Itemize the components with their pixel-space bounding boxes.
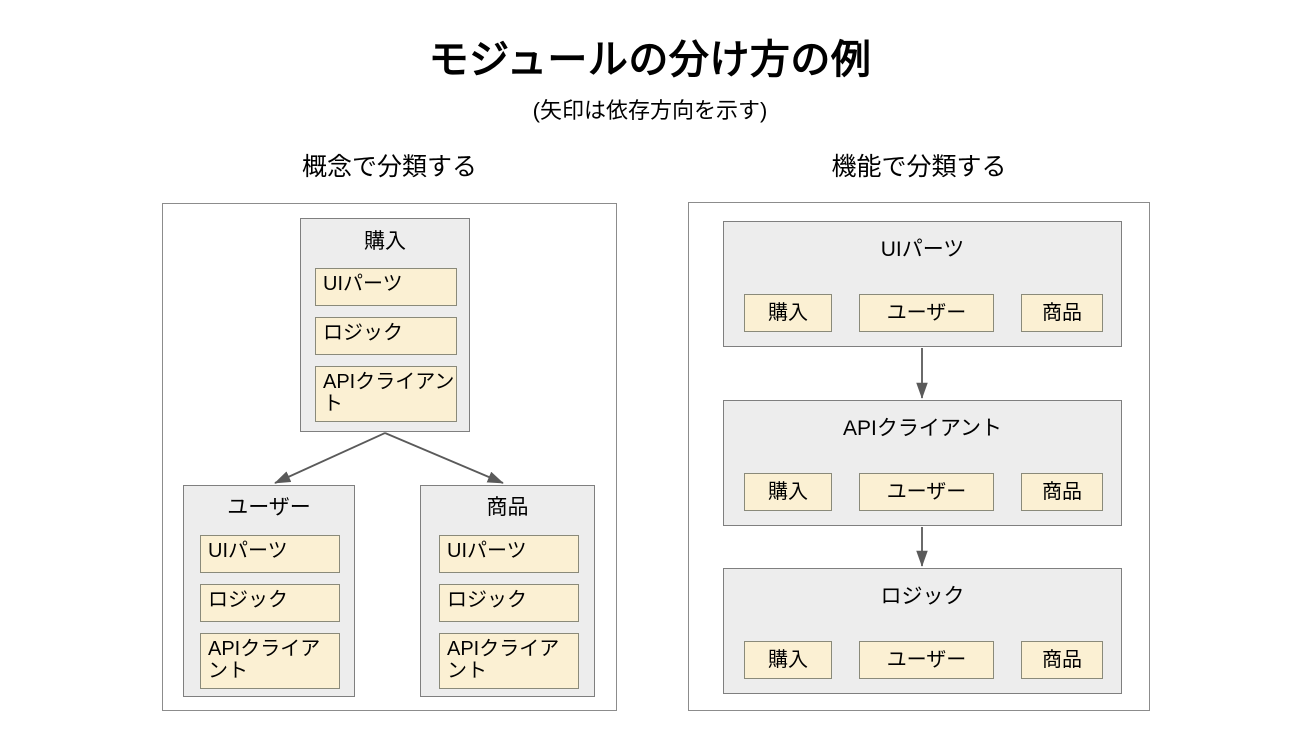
item-shohin-ui[interactable]: UIパーツ [439, 535, 579, 573]
item-apiclient-kounyu[interactable]: 購入 [744, 473, 832, 511]
item-apiclient-user[interactable]: ユーザー [859, 473, 994, 511]
group-title-kounyu: 購入 [364, 230, 406, 253]
page-title: モジュールの分け方の例 [428, 38, 872, 82]
item-kounyu-api[interactable]: APIクライアント [315, 366, 457, 422]
group-shohin[interactable]: 商品 UIパーツ ロジック APIクライアント [420, 485, 595, 697]
group-title-uiparts: UIパーツ [880, 238, 965, 261]
group-title-shohin: 商品 [486, 496, 529, 519]
item-shohin-logic[interactable]: ロジック [439, 584, 579, 622]
item-user-logic[interactable]: ロジック [200, 584, 340, 622]
item-uiparts-user[interactable]: ユーザー [859, 294, 994, 332]
group-title-user: ユーザー [227, 496, 311, 519]
page-subtitle: (矢印は依存方向を示す) [532, 98, 768, 123]
item-user-api[interactable]: APIクライアント [200, 633, 340, 689]
item-user-ui[interactable]: UIパーツ [200, 535, 340, 573]
item-logic-kounyu[interactable]: 購入 [744, 641, 832, 679]
item-logic-shohin[interactable]: 商品 [1021, 641, 1103, 679]
item-uiparts-shohin[interactable]: 商品 [1021, 294, 1103, 332]
right-column-heading: 機能で分類する [831, 153, 1007, 181]
group-uiparts[interactable]: UIパーツ 購入 ユーザー 商品 [723, 221, 1122, 347]
item-shohin-api[interactable]: APIクライアント [439, 633, 579, 689]
item-uiparts-kounyu[interactable]: 購入 [744, 294, 832, 332]
group-kounyu[interactable]: 購入 UIパーツ ロジック APIクライアント [300, 218, 470, 432]
item-apiclient-shohin[interactable]: 商品 [1021, 473, 1103, 511]
item-logic-user[interactable]: ユーザー [859, 641, 994, 679]
group-logic[interactable]: ロジック 購入 ユーザー 商品 [723, 568, 1122, 694]
group-title-apiclient: APIクライアント [842, 417, 1002, 440]
group-user[interactable]: ユーザー UIパーツ ロジック APIクライアント [183, 485, 355, 697]
item-kounyu-logic[interactable]: ロジック [315, 317, 457, 355]
group-title-logic: ロジック [880, 585, 965, 608]
group-apiclient[interactable]: APIクライアント 購入 ユーザー 商品 [723, 400, 1122, 526]
left-column-heading: 概念で分類する [301, 153, 477, 181]
item-kounyu-ui[interactable]: UIパーツ [315, 268, 457, 306]
